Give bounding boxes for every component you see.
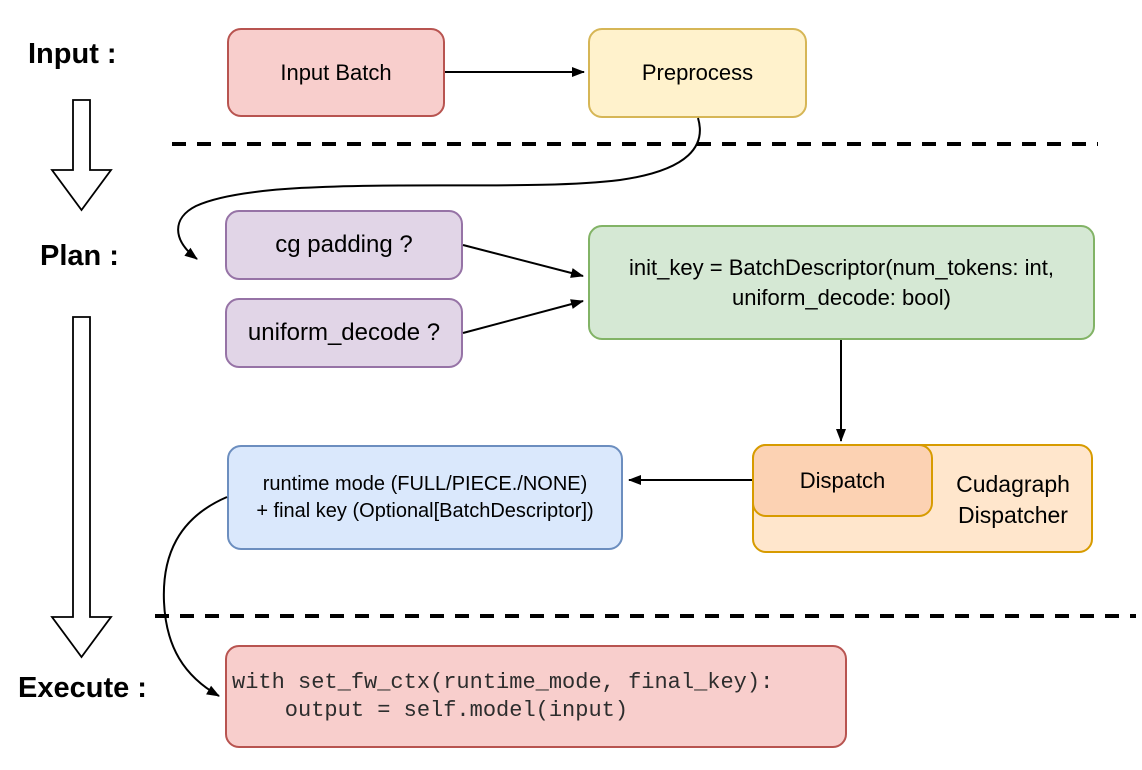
node-uniform-decode-label: uniform_decode ? <box>247 319 441 347</box>
node-cg-padding-label: cg padding ? <box>275 231 413 259</box>
edge-cg-padding-to-init-key <box>462 244 584 278</box>
node-execute-code-line2: output = self.model(input) <box>232 697 629 723</box>
node-input-batch: Input Batch <box>227 28 445 117</box>
block-arrow-plan-to-execute <box>50 316 113 659</box>
block-arrow-input-to-plan <box>50 99 113 212</box>
edge-uniform-decode-to-init-key <box>462 299 584 334</box>
node-execute-code-line1: with set_fw_ctx(runtime_mode, final_key)… <box>232 669 774 695</box>
node-uniform-decode: uniform_decode ? <box>225 298 463 368</box>
node-preprocess: Preprocess <box>588 28 807 118</box>
node-preprocess-label: Preprocess <box>641 60 754 86</box>
node-execute-code: with set_fw_ctx(runtime_mode, final_key)… <box>225 645 847 748</box>
node-dispatch: Dispatch <box>752 444 933 517</box>
stage-label-input: Input : <box>28 38 117 70</box>
node-runtime-mode-line1: runtime mode (FULL/PIECE./NONE) <box>262 473 588 496</box>
node-input-batch-label: Input Batch <box>280 59 392 85</box>
node-init-key: init_key = BatchDescriptor(num_tokens: i… <box>588 225 1095 340</box>
node-cg-padding: cg padding ? <box>225 210 463 280</box>
edge-runtime-mode-to-execute-code <box>162 496 228 697</box>
node-runtime-mode-line2: + final key (Optional[BatchDescriptor]) <box>256 499 594 522</box>
node-cudagraph-dispatcher-label: Cudagraph Dispatcher <box>935 469 1091 531</box>
node-runtime-mode: runtime mode (FULL/PIECE./NONE) + final … <box>227 445 623 550</box>
node-init-key-line1: init_key = BatchDescriptor(num_tokens: i… <box>629 255 1054 281</box>
stage-label-execute: Execute : <box>18 672 147 704</box>
node-dispatch-label: Dispatch <box>799 467 886 493</box>
node-cudagraph-dispatcher-line1: Cudagraph <box>956 471 1070 497</box>
stage-label-plan: Plan : <box>40 240 119 272</box>
node-cudagraph-dispatcher-line2: Dispatcher <box>958 502 1068 528</box>
node-init-key-line2: uniform_decode: bool) <box>732 284 951 310</box>
